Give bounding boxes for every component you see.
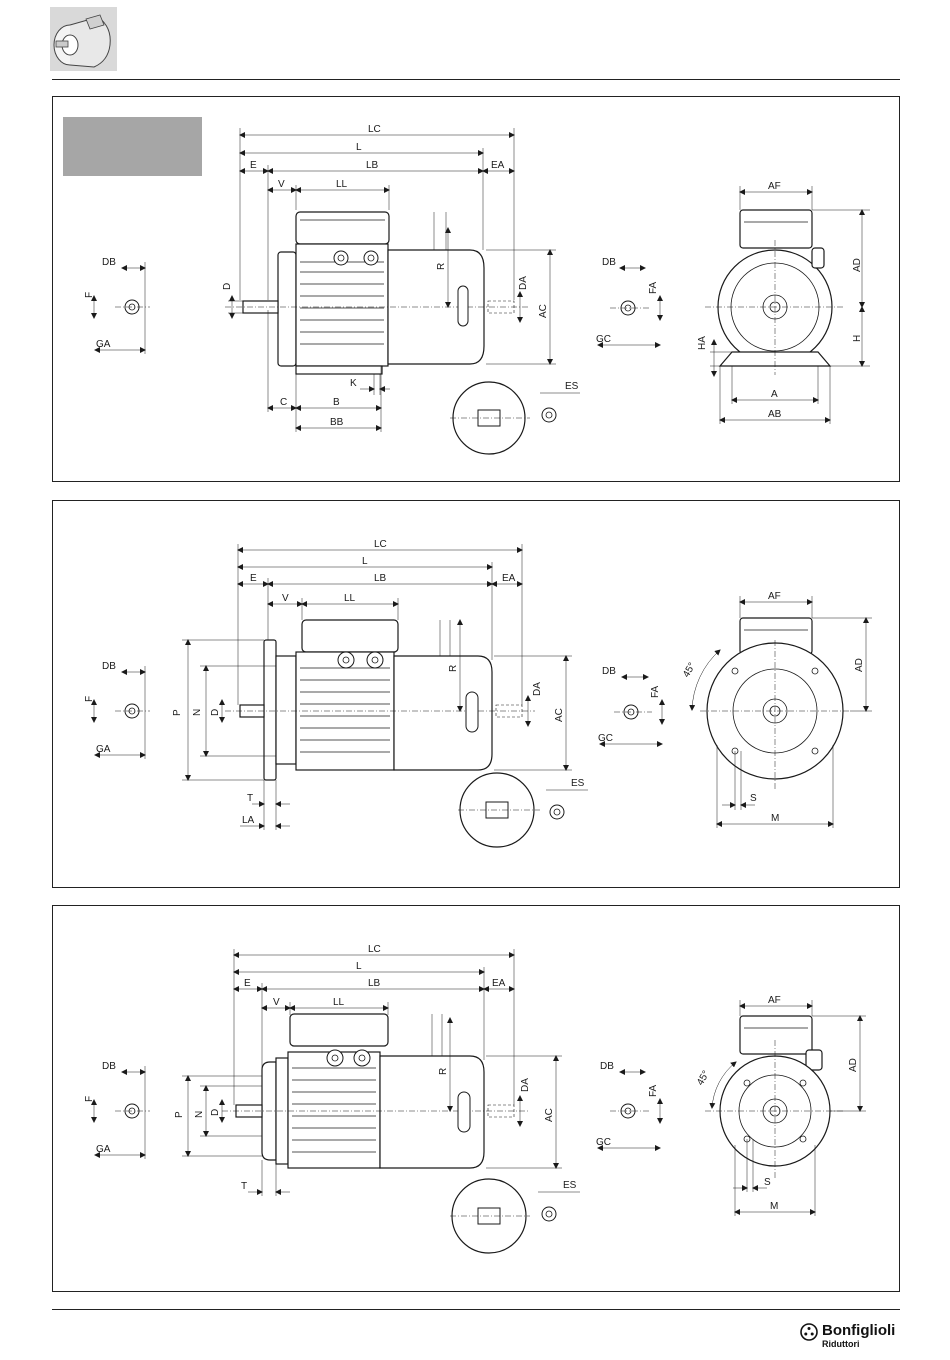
dim-label: F bbox=[84, 292, 95, 298]
dim-label: N bbox=[194, 1111, 205, 1118]
dim-label: H bbox=[852, 335, 863, 342]
panel2-side-view: LC L E LB EA V LL R P bbox=[172, 539, 588, 847]
dim-label: E bbox=[250, 573, 257, 584]
dim-label: V bbox=[273, 997, 280, 1008]
dim-label: FA bbox=[648, 1084, 659, 1097]
dim-label: V bbox=[278, 179, 285, 190]
panel1-side-view: LC L E LB EA V LL R bbox=[222, 124, 580, 454]
dim-label: E bbox=[250, 160, 257, 171]
dim-label: LC bbox=[368, 944, 381, 955]
dim-label: L bbox=[356, 961, 362, 972]
dim-label: K bbox=[350, 378, 357, 389]
dim-label: BB bbox=[330, 417, 344, 428]
dim-label: AD bbox=[848, 1058, 859, 1072]
dim-label: C bbox=[280, 397, 287, 408]
panel3-shaft-section-right: DB FA GC bbox=[596, 1061, 660, 1148]
dim-label: LC bbox=[368, 124, 381, 135]
dim-label: GC bbox=[596, 1137, 611, 1148]
panel3-shaft-section-left: DB F GA bbox=[84, 1061, 150, 1159]
dim-label: F bbox=[84, 696, 95, 702]
dim-label: DB bbox=[600, 1061, 614, 1072]
dim-label: LA bbox=[242, 815, 255, 826]
dim-label: GC bbox=[598, 733, 613, 744]
dim-label: AF bbox=[768, 995, 781, 1006]
dim-label: AD bbox=[854, 658, 865, 672]
panel1-end-view: AF AD H HA A AB bbox=[697, 181, 870, 424]
brand-name: Bonfiglioli bbox=[822, 1322, 895, 1339]
dim-label: AC bbox=[554, 708, 565, 722]
dim-label: T bbox=[241, 1181, 247, 1192]
dim-label: M bbox=[770, 1201, 778, 1212]
dim-label: LB bbox=[374, 573, 387, 584]
dim-label: DA bbox=[520, 1078, 531, 1092]
dim-label: R bbox=[438, 1068, 449, 1075]
brand-subtitle: Riduttori bbox=[822, 1339, 860, 1349]
dim-label: DB bbox=[602, 257, 616, 268]
dim-label: FA bbox=[650, 685, 661, 698]
dim-label: D bbox=[222, 283, 233, 290]
dim-label: AC bbox=[538, 304, 549, 318]
dim-label: FA bbox=[648, 281, 659, 294]
dim-label: A bbox=[771, 389, 778, 400]
dim-label: LB bbox=[366, 160, 379, 171]
brand-logo: Bonfiglioli Riduttori bbox=[800, 1322, 920, 1354]
dim-label: LL bbox=[336, 179, 348, 190]
dim-label: ES bbox=[563, 1180, 577, 1191]
dim-label: EA bbox=[502, 573, 516, 584]
dim-label: AC bbox=[544, 1108, 555, 1122]
dim-label: 45° bbox=[695, 1069, 712, 1088]
dim-label: E bbox=[244, 978, 251, 989]
dim-label: AB bbox=[768, 409, 782, 420]
dim-label: LB bbox=[368, 978, 381, 989]
dim-label: DB bbox=[102, 661, 116, 672]
dim-label: N bbox=[192, 709, 203, 716]
dim-label: GC bbox=[596, 334, 611, 345]
dim-label: GA bbox=[96, 744, 111, 755]
panel3-side-view: LC L E LB EA V LL R P bbox=[174, 944, 580, 1253]
dim-label: DA bbox=[518, 276, 529, 290]
dim-label: ES bbox=[565, 381, 579, 392]
dim-label: P bbox=[174, 1111, 185, 1118]
panel3-end-view: 45° AF AD S M bbox=[695, 995, 866, 1216]
dim-label: DB bbox=[102, 1061, 116, 1072]
panel2-shaft-section-left: DB F GA bbox=[84, 661, 150, 759]
dim-label: AD bbox=[852, 258, 863, 272]
dim-label: M bbox=[771, 813, 779, 824]
dim-label: GA bbox=[96, 339, 111, 350]
dim-label: EA bbox=[491, 160, 505, 171]
dim-label: P bbox=[172, 709, 183, 716]
dim-label: L bbox=[362, 556, 368, 567]
dim-label: DB bbox=[602, 666, 616, 677]
dim-label: R bbox=[448, 665, 459, 672]
dim-label: L bbox=[356, 142, 362, 153]
dim-label: DA bbox=[532, 682, 543, 696]
dim-label: GA bbox=[96, 1144, 111, 1155]
panel2-shaft-section-right: DB FA GC bbox=[598, 666, 662, 744]
dim-label: 45° bbox=[681, 661, 698, 680]
dim-label: AF bbox=[768, 181, 781, 192]
dim-label: HA bbox=[697, 336, 708, 350]
bonfiglioli-logo-icon bbox=[800, 1323, 818, 1341]
dim-label: LL bbox=[344, 593, 356, 604]
dim-label: B bbox=[333, 397, 340, 408]
dim-label: ES bbox=[571, 778, 585, 789]
dim-label: F bbox=[84, 1096, 95, 1102]
dim-label: R bbox=[436, 263, 447, 270]
dim-label: D bbox=[210, 709, 221, 716]
panel1-shaft-section-left: DB F GA bbox=[84, 257, 150, 354]
dim-label: AF bbox=[768, 591, 781, 602]
panel1-shaft-section-right: DB FA GC bbox=[596, 257, 660, 345]
dim-label: V bbox=[282, 593, 289, 604]
dim-label: DB bbox=[102, 257, 116, 268]
dim-label: LC bbox=[374, 539, 387, 550]
dim-label: EA bbox=[492, 978, 506, 989]
dim-label: S bbox=[764, 1177, 771, 1188]
dim-label: D bbox=[210, 1109, 221, 1116]
dim-label: S bbox=[750, 793, 757, 804]
panel2-end-view: 45° AF AD S M bbox=[681, 591, 872, 828]
dim-label: T bbox=[247, 793, 253, 804]
dim-label: LL bbox=[333, 997, 345, 1008]
